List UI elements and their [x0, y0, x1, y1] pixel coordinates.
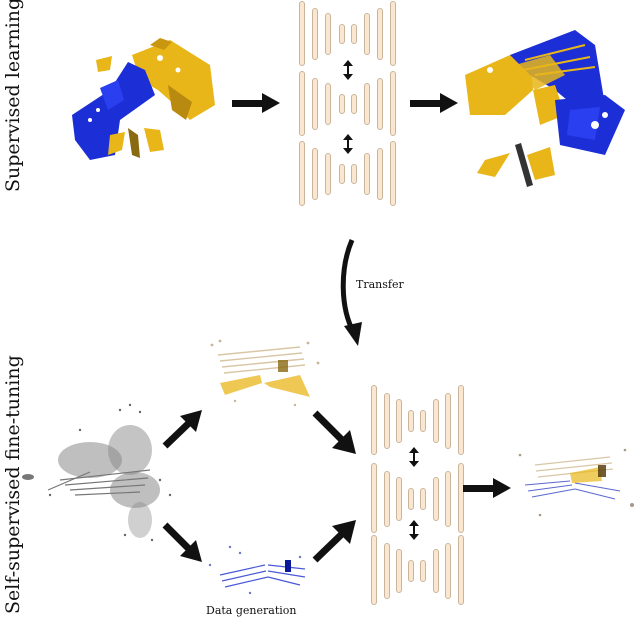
double-arrow-icon — [343, 134, 353, 154]
arrow-right-icon — [232, 93, 280, 113]
network-top — [299, 0, 399, 208]
arrow-up-right-icon — [312, 520, 356, 563]
arrow-up-right-icon — [162, 410, 202, 449]
double-arrow-icon — [409, 447, 419, 467]
network-bottom — [371, 385, 471, 620]
data-generation-label: Data generation — [206, 604, 297, 617]
arrow-right-icon — [463, 478, 511, 498]
input-mesh-image — [72, 38, 215, 160]
generated-yellow-scan-image — [210, 339, 320, 407]
row-label-supervised: Supervised learning — [2, 0, 24, 192]
transfer-label: Transfer — [356, 278, 404, 291]
transfer-curved-arrow-icon — [340, 239, 362, 346]
arrow-down-right-icon — [312, 410, 356, 454]
double-arrow-icon — [343, 60, 353, 80]
raw-lidar-scan-image — [22, 403, 172, 542]
generated-blue-scan-image — [208, 545, 306, 595]
double-arrow-icon — [409, 520, 419, 540]
arrow-down-right-icon — [162, 522, 202, 562]
fused-prediction-image — [518, 448, 634, 517]
output-mesh-image — [465, 30, 625, 187]
arrow-right-icon — [410, 93, 458, 113]
